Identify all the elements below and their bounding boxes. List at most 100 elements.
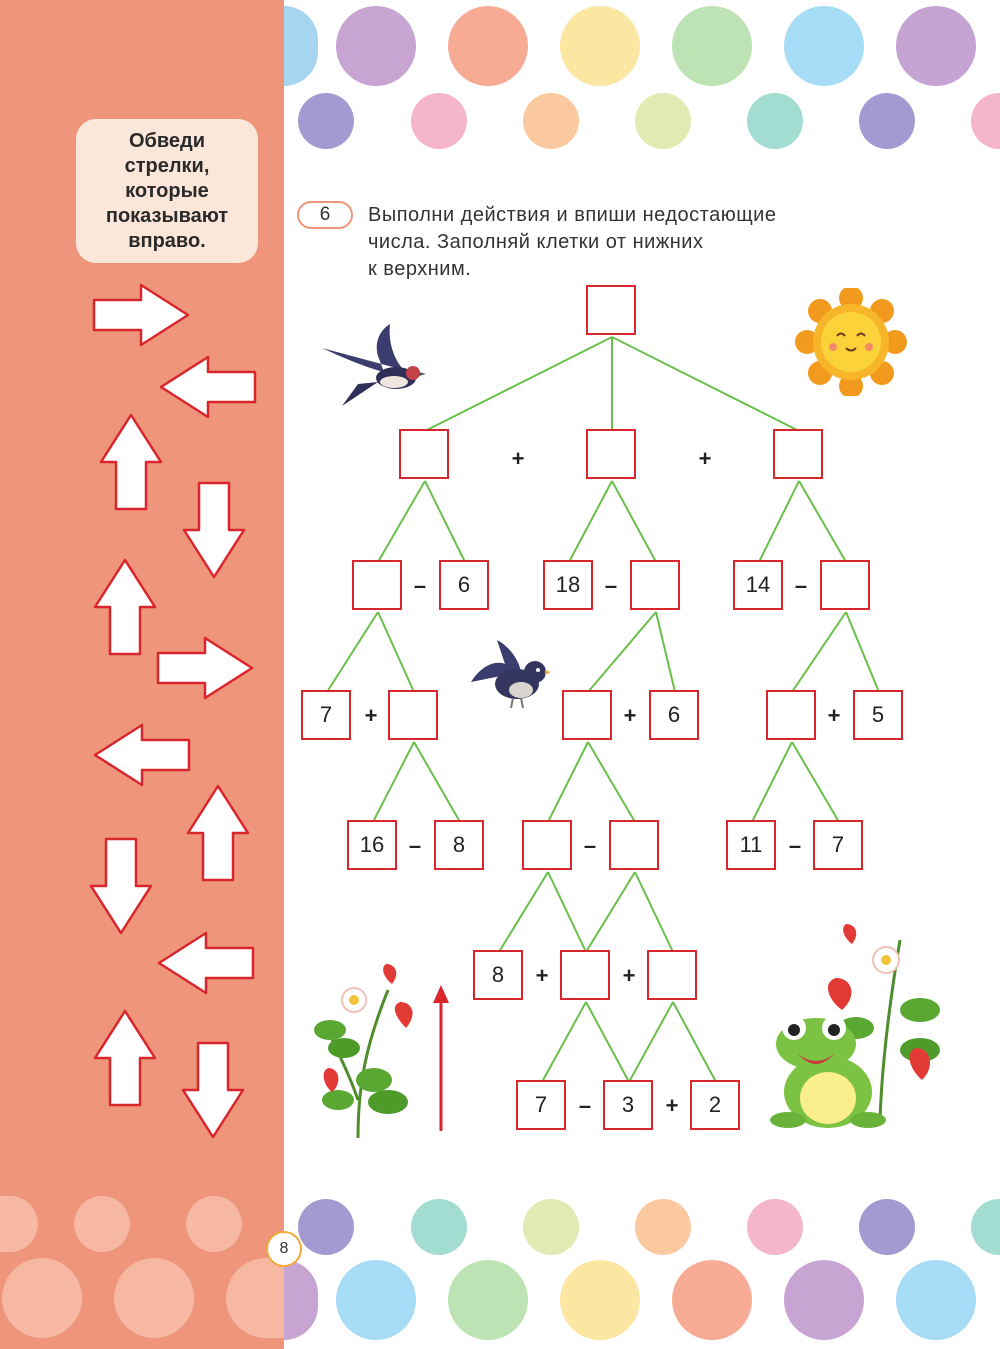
- frog-icon: [770, 924, 940, 1128]
- page-number-text: 8: [279, 1240, 289, 1257]
- tree-connector: [628, 1001, 674, 1083]
- page-number: 8: [266, 1231, 302, 1267]
- answer-cell[interactable]: [766, 690, 816, 740]
- tree-connector: [655, 611, 676, 693]
- operator: –: [408, 833, 422, 858]
- tree-connector: [798, 480, 847, 563]
- decor-dot: [186, 1196, 242, 1252]
- answer-cell[interactable]: [562, 690, 612, 740]
- answer-cell[interactable]: [820, 560, 870, 610]
- tree-connector: [634, 871, 674, 953]
- decor-dot: [523, 1199, 579, 1255]
- tree-connector: [587, 611, 657, 693]
- tree-connector: [672, 1001, 717, 1083]
- tree-connector: [845, 611, 880, 693]
- answer-cell[interactable]: [352, 560, 402, 610]
- tree-connector: [498, 871, 549, 953]
- answer-cell[interactable]: [609, 820, 659, 870]
- left-sidebar: Обведи стрелки, которые показывают вправ…: [0, 0, 284, 1349]
- number-cell: 6: [439, 560, 489, 610]
- tree-connector: [791, 741, 840, 823]
- tree-connector: [413, 741, 461, 823]
- decor-dot: [784, 1260, 864, 1340]
- instruction-card: Обведи стрелки, которые показывают вправ…: [76, 119, 258, 263]
- tree-connector: [758, 480, 800, 563]
- decor-dot: [74, 1196, 130, 1252]
- number-cell: 11: [726, 820, 776, 870]
- tree-connector: [424, 480, 466, 563]
- decor-dot: [560, 6, 640, 86]
- instruction-line: показывают: [105, 204, 229, 227]
- decor-dot: [448, 1260, 528, 1340]
- answer-cell[interactable]: [388, 690, 438, 740]
- number-cell: 8: [473, 950, 523, 1000]
- tree-connector: [611, 480, 657, 563]
- tree-connector: [585, 1001, 630, 1083]
- operator: –: [578, 1093, 592, 1118]
- operator: –: [413, 573, 427, 598]
- answer-cell[interactable]: [522, 820, 572, 870]
- number-cell: 7: [813, 820, 863, 870]
- answer-cell[interactable]: [586, 285, 636, 335]
- tree-connector: [547, 741, 589, 823]
- decor-dot: [747, 1199, 803, 1255]
- operator: –: [794, 573, 808, 598]
- operator: –: [788, 833, 802, 858]
- decor-dot: [411, 1199, 467, 1255]
- task-line: к верхним.: [368, 258, 472, 280]
- operator: +: [364, 703, 378, 728]
- decor-dot: [896, 6, 976, 86]
- sun-icon: [795, 288, 907, 396]
- tree-connector: [791, 611, 847, 693]
- decor-dot: [298, 1199, 354, 1255]
- operator: +: [665, 1093, 679, 1118]
- operator: +: [622, 963, 636, 988]
- tree-connector: [377, 480, 426, 563]
- answer-cell[interactable]: [586, 429, 636, 479]
- decor-dot: [226, 1258, 284, 1338]
- decor-dot: [672, 1260, 752, 1340]
- answer-cell[interactable]: [630, 560, 680, 610]
- decor-dot: [635, 1199, 691, 1255]
- operator: –: [583, 833, 597, 858]
- decor-dot: [523, 93, 579, 149]
- answer-cell[interactable]: [399, 429, 449, 479]
- strawberry-plant-icon: [314, 964, 413, 1139]
- answer-cell[interactable]: [773, 429, 823, 479]
- task-line: числа. Заполняй клетки от нижних: [368, 231, 704, 253]
- task-number-badge: 6: [297, 201, 353, 229]
- bird-icon: [471, 640, 551, 709]
- number-cell: 7: [301, 690, 351, 740]
- task-line: Выполни действия и впиши недостающие: [368, 204, 777, 226]
- answer-cell[interactable]: [647, 950, 697, 1000]
- tree-connector: [568, 480, 613, 563]
- decor-dot: [672, 6, 752, 86]
- number-cell: 14: [733, 560, 783, 610]
- decor-dot: [2, 1258, 82, 1338]
- decor-dot: [784, 6, 864, 86]
- decor-dot: [560, 1260, 640, 1340]
- number-cell: 8: [434, 820, 484, 870]
- instruction-line: Обведи: [128, 129, 206, 152]
- number-cell: 18: [543, 560, 593, 610]
- number-cell: 2: [690, 1080, 740, 1130]
- tree-connector: [611, 336, 800, 432]
- decor-dot: [298, 93, 354, 149]
- instruction-line: вправо.: [128, 229, 206, 252]
- operator: +: [511, 446, 525, 471]
- tree-connector: [547, 871, 587, 953]
- tree-connector: [424, 336, 613, 432]
- answer-cell[interactable]: [560, 950, 610, 1000]
- decor-dot: [635, 93, 691, 149]
- operator: +: [535, 963, 549, 988]
- number-cell: 5: [853, 690, 903, 740]
- tree-connector: [585, 871, 636, 953]
- up-arrow-icon: [433, 985, 449, 1131]
- tree-connector: [377, 611, 415, 693]
- task-number: 6: [319, 204, 331, 225]
- decor-dot: [859, 1199, 915, 1255]
- tree-connector: [751, 741, 793, 823]
- decor-dot: [336, 6, 416, 86]
- operator: +: [827, 703, 841, 728]
